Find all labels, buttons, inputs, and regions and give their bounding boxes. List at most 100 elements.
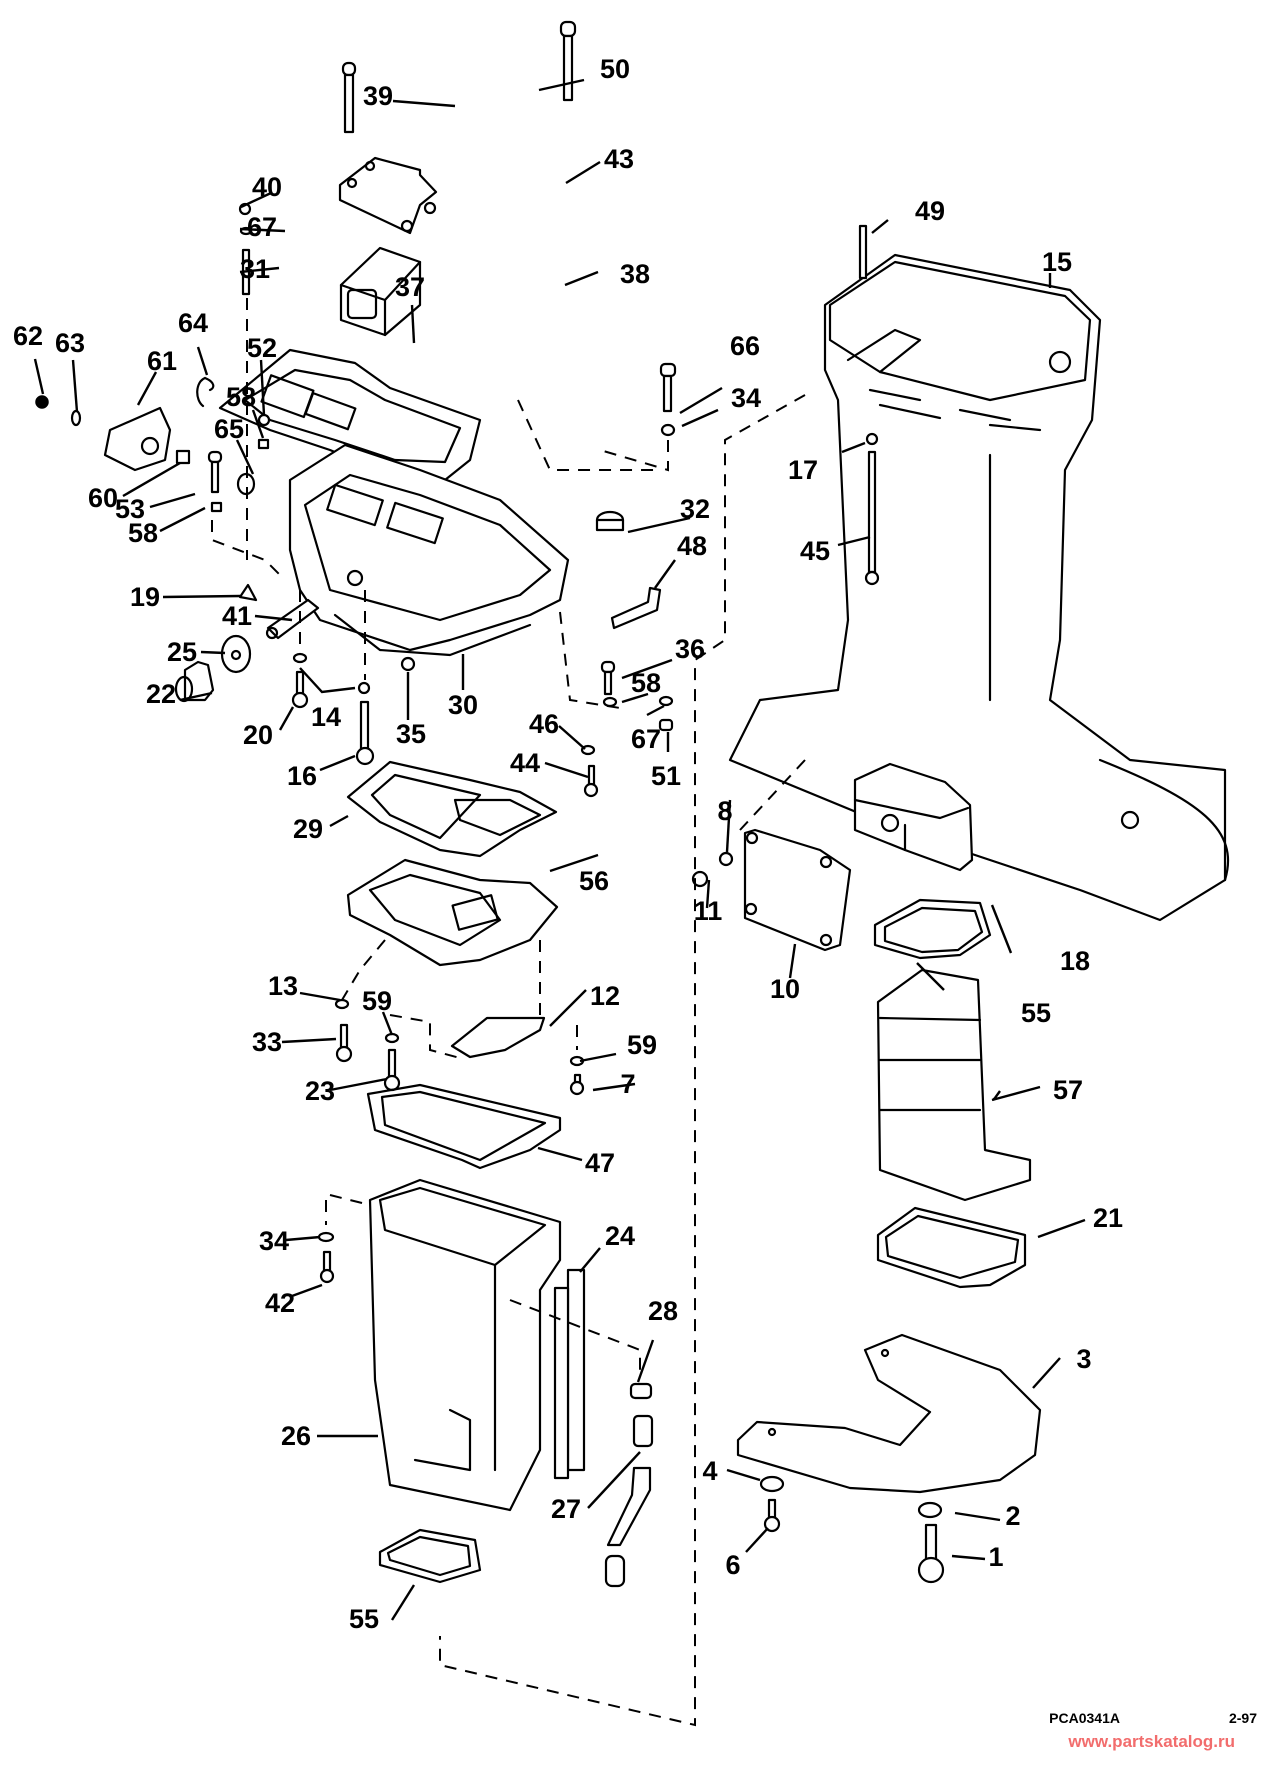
part-58-washer-right [602, 696, 618, 708]
part-2-washer [917, 1501, 943, 1519]
callout-21: 21 [1093, 1203, 1123, 1233]
callout-44: 44 [510, 748, 540, 778]
callout-66: 66 [730, 331, 760, 361]
callout-labels: 50 39 43 40 67 31 37 38 62 63 64 61 52 5… [13, 54, 1123, 1580]
callout-51: 51 [651, 761, 681, 791]
part-21-seal [876, 1206, 1027, 1289]
part-14-washer-b [357, 681, 371, 695]
callout-13: 13 [268, 971, 298, 1001]
part-67-washer-right [658, 695, 674, 707]
callout-67-right: 67 [631, 724, 661, 754]
callout-59-right-label: 59 [627, 1030, 657, 1060]
callout-39: 39 [363, 81, 393, 111]
callout-58-lower: 58 [128, 518, 158, 548]
callout-50: 50 [600, 54, 630, 84]
part-16-bolt [355, 700, 375, 766]
part-1-bolt [917, 1523, 945, 1584]
part-44-bolt [583, 764, 599, 798]
part-38-module [339, 246, 422, 337]
callout-3: 3 [1076, 1344, 1091, 1374]
part-18-mount [853, 762, 974, 872]
callout-41: 41 [222, 601, 252, 631]
part-55-seal-lower [378, 1528, 482, 1584]
callout-65: 65 [214, 414, 244, 444]
callout-labels-extra: 33 56 59 57 55 34 42 [252, 866, 1083, 1634]
part-11-screw [691, 870, 709, 888]
assembly-lines [211, 298, 806, 1727]
callout-32: 32 [680, 494, 710, 524]
part-15-drive-shaft-housing [728, 253, 1230, 922]
part-19-fitting [238, 583, 258, 602]
callout-28: 28 [648, 1296, 678, 1326]
callout-24: 24 [605, 1221, 635, 1251]
callout-2: 2 [1005, 1501, 1020, 1531]
callout-38: 38 [620, 259, 650, 289]
callout-33-label: 33 [252, 1027, 282, 1057]
callout-55-upper: 55 [1021, 998, 1051, 1028]
part-17-washer [865, 432, 879, 446]
callout-18: 18 [1060, 946, 1090, 976]
part-25-washer [220, 634, 252, 674]
part-56-adapter [346, 858, 559, 967]
callout-25: 25 [167, 637, 197, 667]
part-4-washer [759, 1475, 785, 1493]
callout-48: 48 [677, 531, 707, 561]
part-14-washer-a [292, 652, 308, 664]
part-41-fitting [265, 598, 320, 640]
part-shapes [35, 20, 1230, 1588]
callout-23: 23 [305, 1076, 335, 1106]
part-3-plate [736, 1333, 1042, 1494]
callout-45: 45 [800, 536, 830, 566]
callout-22: 22 [146, 679, 176, 709]
leader-lines [33, 78, 1086, 1621]
callout-42-label: 42 [265, 1288, 295, 1318]
callout-4: 4 [702, 1456, 717, 1486]
footer: PCA0341A 2-97 www.partskatalog.ru [1049, 1710, 1257, 1751]
part-39-bolt [341, 61, 357, 134]
part-12-plate [450, 1016, 546, 1059]
callout-53: 53 [115, 494, 145, 524]
callout-56-label: 56 [579, 866, 609, 896]
callout-59-left: 59 [362, 986, 392, 1016]
part-35-nut [400, 656, 416, 672]
part-66-bolt [659, 362, 677, 413]
part-50-bolt [559, 20, 577, 102]
part-6-bolt [763, 1498, 781, 1533]
part-37-gasket [218, 348, 482, 482]
callout-11: 11 [694, 896, 723, 926]
callout-49: 49 [915, 196, 945, 226]
part-24-water-tube [553, 1268, 586, 1480]
part-61-thermostat-cover [103, 406, 172, 472]
callout-1: 1 [988, 1542, 1003, 1572]
callout-8: 8 [717, 796, 732, 826]
callout-7: 7 [620, 1069, 635, 1099]
callout-58-right: 58 [631, 668, 661, 698]
callout-64: 64 [178, 308, 208, 338]
callout-26: 26 [281, 1421, 311, 1451]
part-34-washer-lower [317, 1231, 335, 1243]
callout-43: 43 [604, 144, 634, 174]
callout-63: 63 [55, 328, 85, 358]
part-32-grommet [595, 510, 625, 532]
callout-34-upper-label: 34 [731, 383, 761, 413]
part-26-exhaust-housing [368, 1178, 562, 1512]
callout-40: 40 [252, 172, 282, 202]
callout-58-upper: 58 [226, 382, 256, 412]
part-49-stud [858, 224, 868, 280]
part-59-washer-left [384, 1032, 400, 1044]
callout-15: 15 [1042, 247, 1072, 277]
callout-47: 47 [585, 1148, 615, 1178]
callout-57-text: 57 [1053, 1075, 1083, 1105]
callout-61: 61 [147, 346, 177, 376]
part-58-washer-lower [210, 501, 223, 513]
part-48-hose [610, 586, 662, 630]
part-20-bolt [291, 670, 309, 709]
callout-62: 62 [13, 321, 43, 351]
watermark-link[interactable]: www.partskatalog.ru [1067, 1732, 1235, 1751]
part-60-fitting [175, 449, 191, 465]
part-63-oring [70, 409, 82, 427]
callout-31: 31 [240, 254, 270, 284]
part-62-plug [35, 395, 49, 409]
callout-16: 16 [287, 761, 317, 791]
callout-6: 6 [725, 1550, 740, 1580]
